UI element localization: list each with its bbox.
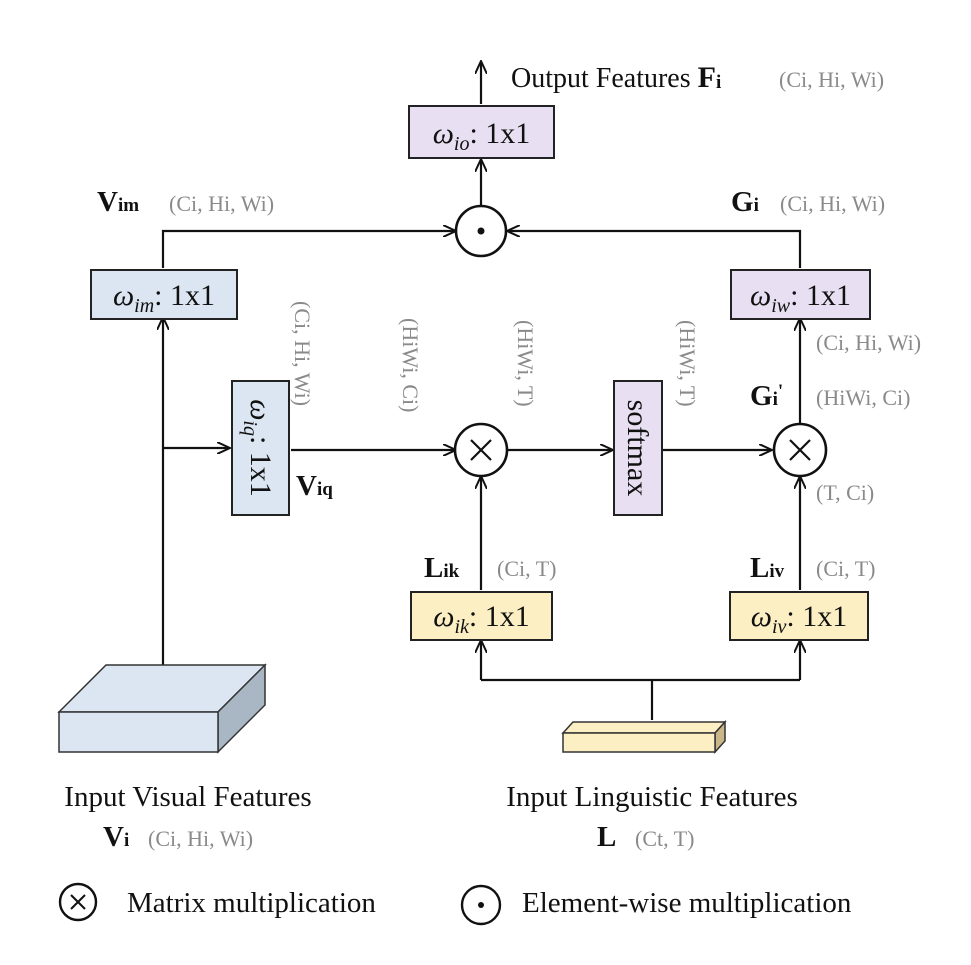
svg-text:ωiq: 1x1: ωiq: 1x1 bbox=[239, 399, 277, 497]
vim-dims: (Ci, Hi, Wi) bbox=[169, 191, 274, 216]
svg-text:Viq: Viq bbox=[296, 470, 333, 502]
gi-prime-label: Gi' bbox=[750, 380, 783, 412]
visual-input-symbol: Vi (Ci, Hi, Wi) bbox=[103, 821, 253, 853]
liv-dims: (Ci, T) bbox=[816, 556, 875, 581]
w-io-box: ωio: 1x1 bbox=[408, 105, 555, 159]
lik-label: Lik (Ci, T) bbox=[424, 552, 556, 584]
svg-text:Vim: Vim bbox=[97, 186, 139, 218]
viq-rotated-dims: (Ci, Hi, Wi) bbox=[290, 301, 315, 406]
linguistic-input-title: Input Linguistic Features bbox=[506, 781, 798, 813]
legend-matrix: Matrix multiplication bbox=[58, 882, 376, 922]
w-iv-box: ωiv: 1x1 bbox=[729, 591, 869, 641]
visual-feature-block bbox=[57, 663, 267, 754]
elementwise-op bbox=[454, 204, 508, 258]
svg-text:Gi': Gi' bbox=[750, 380, 783, 412]
svg-text:softmax: softmax bbox=[621, 400, 654, 497]
svg-text:ωim: 1x1: ωim: 1x1 bbox=[113, 279, 215, 317]
viq-label: Viq bbox=[296, 470, 333, 502]
output-dims: (Ci, Hi, Wi) bbox=[779, 67, 884, 92]
svg-text:Matrix multiplication: Matrix multiplication bbox=[127, 887, 376, 919]
svg-text:ωiv: 1x1: ωiv: 1x1 bbox=[751, 600, 847, 638]
visual-input-title: Input Visual Features bbox=[64, 781, 311, 813]
svg-text:Gi: Gi bbox=[731, 186, 759, 218]
softmax-box: softmax bbox=[613, 380, 663, 516]
legend-elementwise: Element-wise multiplication bbox=[460, 884, 852, 926]
w-iw-box: ωiw: 1x1 bbox=[730, 269, 871, 320]
w-ik-box: ωik: 1x1 bbox=[410, 591, 553, 641]
linguistic-feature-block bbox=[561, 720, 727, 754]
gi-label: Gi (Ci, Hi, Wi) bbox=[731, 186, 885, 218]
reshape-rotated-dims: (HiWi, Ci) bbox=[398, 318, 423, 412]
softmax-out-rotated-dims: (HiWi, T) bbox=[675, 320, 700, 407]
svg-text:ωik: 1x1: ωik: 1x1 bbox=[433, 600, 529, 638]
svg-text:Element-wise multiplication: Element-wise multiplication bbox=[522, 887, 852, 919]
svg-text:(Ci, Hi, Wi): (Ci, Hi, Wi) bbox=[148, 826, 253, 851]
arrow-vim-to-dot bbox=[161, 231, 455, 268]
matmul-op-2 bbox=[772, 422, 828, 478]
lik-dims: (Ci, T) bbox=[497, 556, 556, 581]
w-im-box: ωim: 1x1 bbox=[90, 269, 238, 320]
svg-text:L: L bbox=[597, 821, 616, 853]
vim-label: Vim (Ci, Hi, Wi) bbox=[97, 186, 274, 218]
mult1-out-rotated-dims: (HiWi, T) bbox=[513, 320, 538, 407]
wiw-dims: (Ci, Hi, Wi) bbox=[816, 330, 921, 355]
output-label: Output Features Fi (Ci, Hi, Wi) bbox=[511, 61, 884, 94]
svg-text:ωio: 1x1: ωio: 1x1 bbox=[433, 117, 531, 155]
svg-text:Vi: Vi bbox=[103, 821, 129, 853]
svg-text:Output Features Fi: Output Features Fi bbox=[511, 61, 721, 94]
svg-text:Lik: Lik bbox=[424, 552, 460, 584]
linguistic-input-symbol: L (Ct, T) bbox=[597, 821, 694, 853]
gi-dims: (Ci, Hi, Wi) bbox=[780, 191, 885, 216]
liv-label: Liv (Ci, T) bbox=[750, 552, 875, 584]
w-iq-box: ωiq: 1x1 bbox=[231, 380, 290, 516]
svg-text:ωiw: 1x1: ωiw: 1x1 bbox=[750, 279, 851, 317]
arrow-gi-to-dot bbox=[508, 231, 802, 268]
matmul-op-1 bbox=[453, 422, 509, 478]
liv-transpose-dims: (T, Ci) bbox=[816, 480, 874, 505]
svg-text:(Ct, T): (Ct, T) bbox=[635, 826, 694, 851]
gi-prime-dims: (HiWi, Ci) bbox=[816, 385, 910, 410]
svg-text:Liv: Liv bbox=[750, 552, 785, 584]
